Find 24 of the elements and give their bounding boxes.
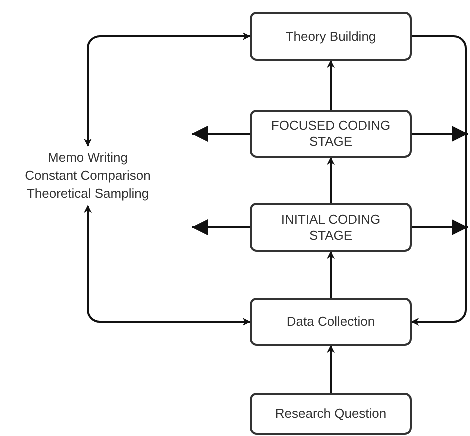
note-text: Constant Comparison: [25, 166, 151, 185]
arrow: [327, 60, 335, 110]
arrow: [327, 345, 335, 393]
box-label: INITIAL CODING STAGE: [280, 212, 382, 244]
process-box: [250, 203, 412, 252]
note-text: Theoretical Sampling: [26, 185, 150, 204]
arrow: [327, 157, 335, 203]
process-box: [250, 298, 412, 346]
process-box: [250, 12, 412, 61]
process-box: [250, 110, 412, 158]
arrow: [84, 32, 251, 147]
box-label: Research Question: [275, 406, 387, 422]
arrow: [412, 126, 468, 142]
arrow: [411, 36, 467, 326]
process-box: [250, 393, 412, 435]
arrow: [192, 126, 250, 142]
box-label: Data Collection: [286, 314, 376, 330]
arrow: [412, 220, 468, 236]
note-text: Memo Writing: [48, 148, 128, 167]
arrow: [84, 205, 251, 326]
box-label: Theory Building: [286, 28, 376, 44]
arrow: [192, 220, 250, 236]
arrow: [327, 251, 335, 298]
box-label: FOCUSED CODING STAGE: [270, 118, 392, 150]
